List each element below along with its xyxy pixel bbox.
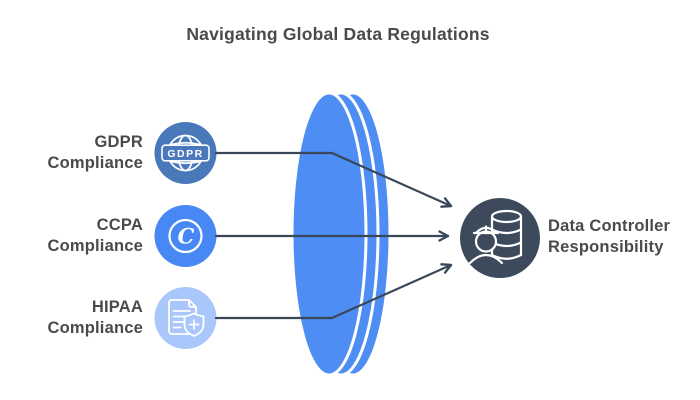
source-label-gdpr-line2: Compliance	[47, 154, 143, 172]
person-database-icon	[460, 198, 540, 278]
target-circle	[460, 198, 540, 278]
arrow-gdpr-to-target	[214, 151, 453, 208]
copyright-c-icon: C	[154, 205, 217, 267]
arrows	[214, 151, 453, 320]
copyright-ring	[168, 218, 203, 254]
lens-front-layer	[290, 91, 368, 377]
person-hardhat-icon	[468, 225, 504, 265]
source-label-hipaa-line2: Compliance	[47, 319, 143, 337]
document-shield-plus-icon	[154, 287, 217, 349]
arrow-hipaa-to-target	[214, 263, 453, 320]
gdpr-globe-icon: GDPR	[154, 122, 217, 184]
target-label: Data Controller Responsibility	[548, 216, 670, 258]
lens-shape	[290, 91, 392, 377]
target-label-line1: Data Controller	[548, 217, 671, 235]
ccpa-circle	[154, 205, 217, 267]
source-label-gdpr-line1: GDPR	[94, 133, 143, 151]
gdpr-banner-text: GDPR	[167, 148, 203, 160]
target-label-line2: Responsibility	[548, 238, 664, 256]
source-label-gdpr: GDPR Compliance	[47, 132, 143, 174]
source-label-hipaa: HIPAA Compliance	[47, 297, 143, 339]
source-label-ccpa-line1: CCPA	[96, 216, 143, 234]
gdpr-banner	[161, 144, 210, 162]
source-label-hipaa-line1: HIPAA	[91, 298, 143, 316]
copyright-letter: C	[178, 224, 195, 249]
source-label-ccpa-line2: Compliance	[47, 237, 143, 255]
diagram-title: Navigating Global Data Regulations	[186, 24, 490, 44]
shield-plus-icon	[183, 312, 205, 337]
source-label-ccpa: CCPA Compliance	[47, 215, 143, 257]
